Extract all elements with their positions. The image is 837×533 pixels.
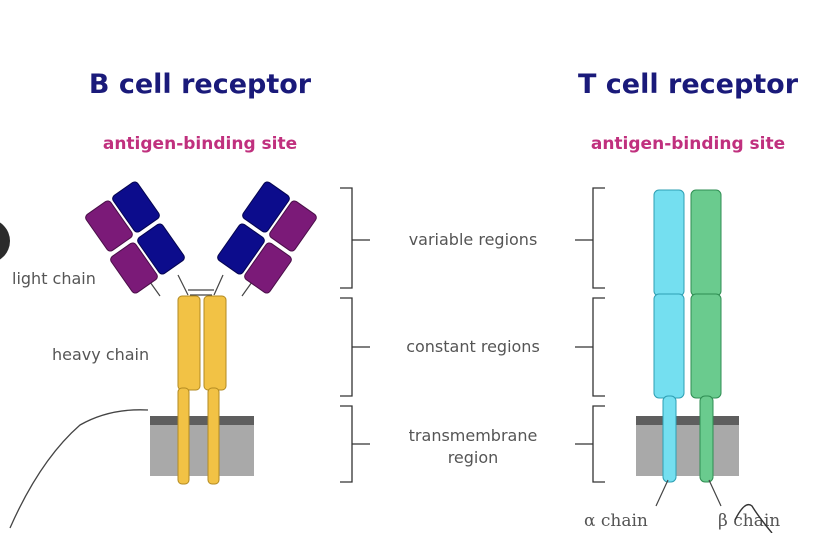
bcr-heavy-variable-left-inner xyxy=(137,223,185,275)
tcr-title: T cell receptor xyxy=(578,69,799,100)
annotation-scribble xyxy=(734,503,773,533)
bcr-light-chain-right-outer xyxy=(269,200,317,252)
light-chain-label: light chain xyxy=(12,269,96,288)
transmembrane-region-label-line2: region xyxy=(448,448,499,467)
variable-regions-label: variable regions xyxy=(409,230,538,249)
tcr-alpha-transmembrane xyxy=(662,395,677,483)
bcr-membrane-top xyxy=(150,416,254,425)
constant-regions-label: constant regions xyxy=(406,337,540,356)
bcr-light-chain-left-outer xyxy=(85,200,133,252)
tcr-side-brackets xyxy=(575,187,605,483)
bcr-heavy-chain-constant-right xyxy=(203,295,227,391)
beta-chain-label: β chain xyxy=(718,511,780,531)
annotation-curve xyxy=(9,409,149,529)
tcr-beta-constant xyxy=(690,293,722,399)
bcr-heavy-variable-right-inner xyxy=(217,223,265,275)
tcr-membrane xyxy=(636,416,739,476)
tcr-antigen-binding-site-label: antigen-binding site xyxy=(591,134,785,154)
bcr-membrane xyxy=(150,416,254,476)
bcr-heavy-chain-constant-left xyxy=(177,295,201,391)
heavy-chain-label: heavy chain xyxy=(52,345,149,364)
tcr-structure xyxy=(636,189,739,507)
beta-chain-pointer xyxy=(708,479,722,507)
bcr-title: B cell receptor xyxy=(89,69,312,100)
bcr-heavy-variable-left-outer xyxy=(112,181,160,233)
cropped-circle-icon xyxy=(0,222,10,260)
bcr-heavy-chain-tm-right xyxy=(207,387,220,485)
transmembrane-region-label-line1: transmembrane xyxy=(409,426,538,445)
tcr-beta-variable xyxy=(690,189,722,297)
bcr-structure xyxy=(85,181,317,485)
bcr-light-chain-left-inner xyxy=(110,242,158,294)
tcr-alpha-variable xyxy=(653,189,685,297)
tcr-membrane-top xyxy=(636,416,739,425)
bcr-heavy-variable-right-outer xyxy=(242,181,290,233)
bcr-antigen-binding-site-label: antigen-binding site xyxy=(103,134,297,154)
tcr-beta-transmembrane xyxy=(699,395,714,483)
tcr-alpha-constant xyxy=(653,293,685,399)
bcr-light-chain-right-inner xyxy=(244,242,292,294)
alpha-chain-label: α chain xyxy=(584,511,648,531)
bcr-side-brackets xyxy=(340,187,370,483)
alpha-chain-pointer xyxy=(655,479,669,507)
bcr-heavy-chain-tm-left xyxy=(177,387,190,485)
